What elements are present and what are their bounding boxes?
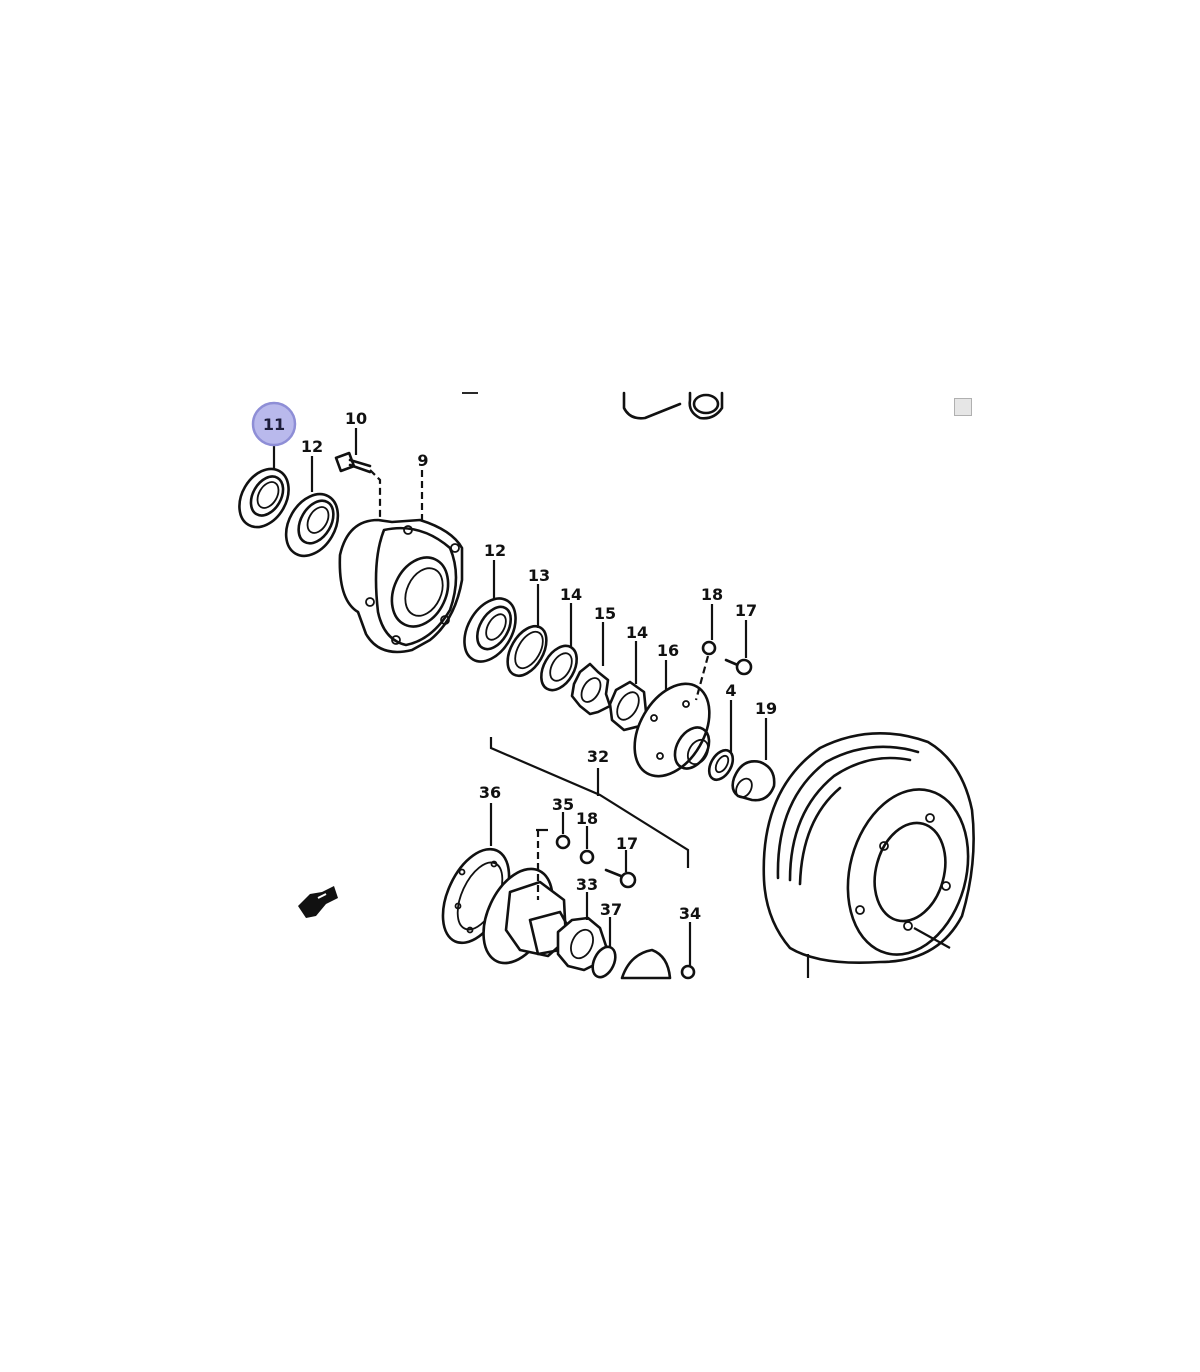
brake-drum[interactable] <box>762 732 986 978</box>
part-10-bolt[interactable] <box>334 428 382 520</box>
callout-37: 37 <box>600 900 622 919</box>
callout-12-left: 12 <box>301 437 323 456</box>
callout-19: 19 <box>755 699 777 718</box>
callout-35: 35 <box>552 795 574 814</box>
part-18-bolt-lower[interactable] <box>579 826 595 865</box>
callout-18-lower: 18 <box>576 809 598 828</box>
callout-15: 15 <box>594 604 616 623</box>
callout-11[interactable]: 11 <box>251 401 297 447</box>
cropped-top-parts <box>462 391 724 420</box>
part-14-lock-nut-right[interactable] <box>608 641 648 732</box>
callout-12-right: 12 <box>484 541 506 560</box>
callout-14-right: 14 <box>626 623 648 642</box>
callout-10: 10 <box>345 409 367 428</box>
part-35-bolt[interactable] <box>555 812 571 850</box>
callout-14-left: 14 <box>560 585 582 604</box>
callout-17-top: 17 <box>735 601 757 620</box>
callout-4: 4 <box>725 681 736 700</box>
callout-18-top: 18 <box>701 585 723 604</box>
part-32-bracket <box>489 737 690 868</box>
part-15-lock-washer[interactable] <box>570 622 612 716</box>
part-19-cap[interactable] <box>731 718 776 802</box>
callout-36: 36 <box>479 783 501 802</box>
front-direction-arrow-icon <box>298 886 338 918</box>
callout-17-lower: 17 <box>616 834 638 853</box>
callout-13: 13 <box>528 566 550 585</box>
callout-16: 16 <box>657 641 679 660</box>
part-12-bearing-left[interactable] <box>276 456 349 565</box>
part-14-lock-nut-left[interactable] <box>534 603 584 696</box>
part-13-snap-ring[interactable] <box>500 584 555 682</box>
svg-text:11: 11 <box>263 415 285 434</box>
callout-33: 33 <box>576 875 598 894</box>
zoom-toggle-button[interactable] <box>954 398 972 416</box>
callout-32: 32 <box>587 747 609 766</box>
part-16-drive-flange[interactable] <box>619 660 724 789</box>
part-4-o-ring[interactable] <box>704 700 737 784</box>
part-18-bolt-top[interactable] <box>694 604 717 701</box>
part-17-screw-lower[interactable] <box>604 850 637 889</box>
part-37-ring[interactable] <box>588 917 620 981</box>
callout-9: 9 <box>417 451 428 470</box>
part-34-cover[interactable] <box>620 922 696 980</box>
part-12-bearing-right[interactable] <box>454 560 526 670</box>
part-9-wheel-hub[interactable] <box>338 470 464 654</box>
part-17-screw-top[interactable] <box>724 620 753 676</box>
part-11-oil-seal[interactable] <box>229 443 298 536</box>
callout-34: 34 <box>679 904 701 923</box>
